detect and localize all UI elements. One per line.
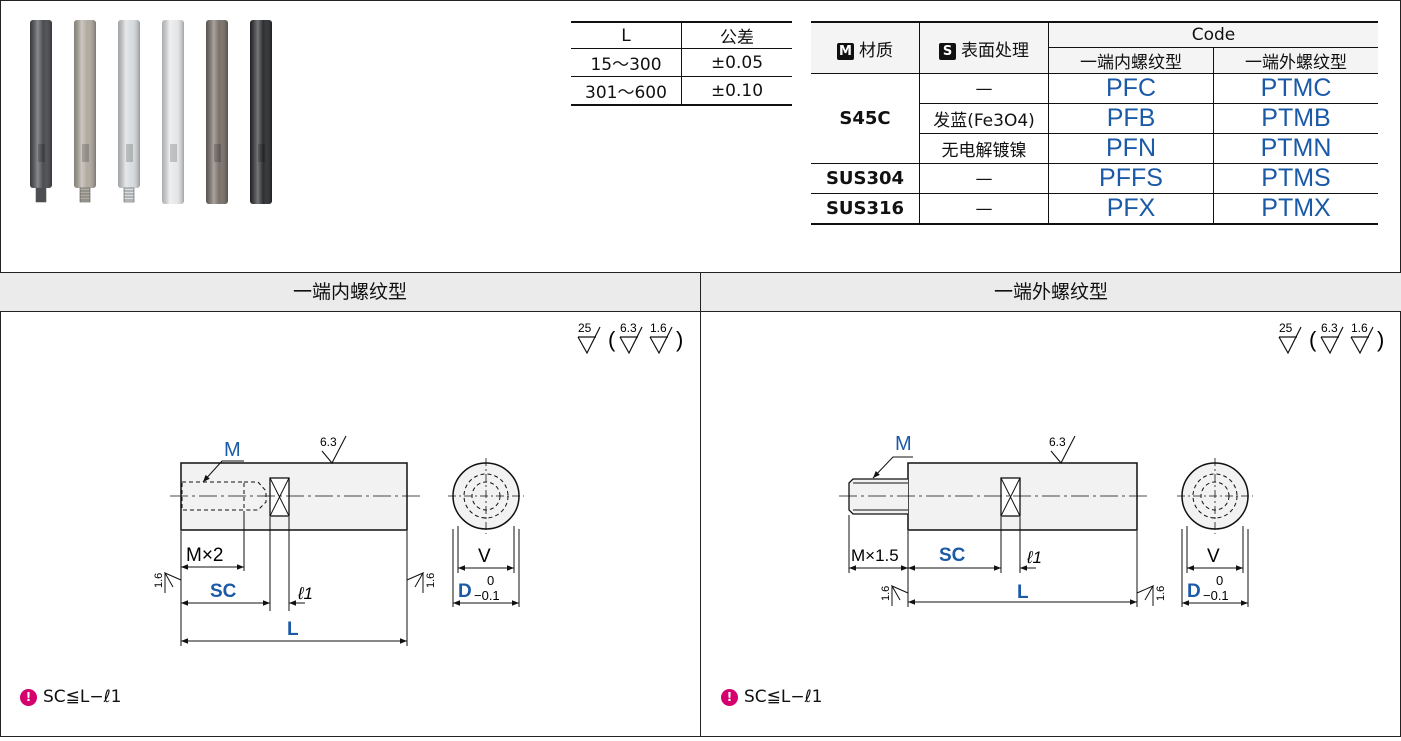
label-l1: ℓ1 [297, 584, 313, 603]
label-length: L [1017, 582, 1029, 603]
svg-text:1.6: 1.6 [1351, 321, 1368, 335]
tol-header-tolerance: 公差 [681, 21, 792, 49]
finish-mark-top: 6.3 [1049, 435, 1076, 464]
code-header: Code [1048, 21, 1378, 48]
tol-cell: ±0.10 [681, 76, 792, 106]
finish-mark-top: 6.3 [320, 435, 347, 464]
code-cell: PFB [1048, 103, 1214, 134]
code-subheader-external: 一端外螺纹型 [1213, 47, 1378, 74]
label-tol-upper: 0 [487, 573, 494, 588]
pin-dark-gray [30, 20, 52, 203]
svg-text:1.6: 1.6 [1155, 586, 1167, 601]
pin-bronze-gray [206, 20, 228, 204]
code-cell: PFX [1048, 193, 1214, 225]
pins-photo [30, 20, 272, 204]
svg-text:): ) [676, 327, 683, 352]
warning-icon: ! [721, 688, 738, 706]
tol-cell: 15～300 [571, 48, 682, 77]
label-tol-upper: 0 [1216, 573, 1223, 588]
drawing-external-thread: 25 ( 6.3 1.6 ) 6.3 M [701, 311, 1401, 737]
technical-drawing-internal: 25 ( 6.3 1.6 ) 6.3 M [153, 321, 683, 646]
surface-cell: 无电解镀镍 [919, 133, 1049, 164]
note-text: SC≦L−ℓ1 [744, 687, 823, 707]
material-cell: SUS316 [811, 193, 920, 225]
label-d: D [458, 581, 472, 602]
pin-side-view [839, 462, 1149, 531]
svg-text:6.3: 6.3 [620, 321, 637, 335]
surface-cell: — [919, 73, 1049, 104]
material-cell: S45C [811, 73, 920, 164]
pin-end-view [1177, 458, 1253, 534]
tolerance-table: L 公差 15～300 ±0.05 301～600 ±0.10 [571, 21, 792, 106]
label-v: V [478, 546, 491, 567]
code-cell: PFN [1048, 133, 1214, 164]
surface-tag-icon: S [939, 42, 956, 60]
pin-silver [118, 20, 140, 203]
label-tol-lower: −0.1 [474, 588, 500, 603]
label-v: V [1207, 546, 1220, 567]
code-cell: PFFS [1048, 163, 1214, 194]
label-thread: M×2 [186, 545, 224, 566]
material-tag-icon: M [837, 42, 854, 60]
code-cell: PFC [1048, 73, 1214, 104]
pin-black [250, 20, 272, 204]
code-cell: PTMC [1213, 73, 1378, 104]
note-external: ! SC≦L−ℓ1 [721, 687, 822, 707]
svg-text:6.3: 6.3 [320, 435, 337, 449]
pin-end-view [448, 458, 524, 534]
code-subheader-internal: 一端内螺纹型 [1048, 47, 1214, 74]
label-sc: SC [939, 545, 966, 566]
label-m: M [895, 433, 912, 455]
tol-cell: ±0.05 [681, 48, 792, 77]
code-cell: PTMB [1213, 103, 1378, 134]
roughness-symbol: 25 ( 6.3 1.6 ) [1278, 321, 1384, 355]
svg-text:(: ( [1309, 327, 1317, 352]
tol-header-l: L [571, 21, 682, 49]
material-cell: SUS304 [811, 163, 920, 194]
svg-text:(: ( [608, 327, 616, 352]
label-d: D [1187, 581, 1201, 602]
code-cell: PTMX [1213, 193, 1378, 225]
svg-text:1.6: 1.6 [425, 573, 437, 588]
svg-text:25: 25 [1279, 321, 1293, 335]
pin-nickel [74, 20, 96, 203]
drawing-internal-thread: 25 ( 6.3 1.6 ) 6.3 M [0, 311, 700, 737]
roughness-symbol: 25 ( 6.3 1.6 ) [577, 321, 683, 355]
label-thread: M×1.5 [851, 546, 899, 565]
pin-light-silver [162, 20, 184, 204]
code-cell: PTMN [1213, 133, 1378, 164]
svg-text:1.6: 1.6 [880, 586, 892, 601]
code-cell: PTMS [1213, 163, 1378, 194]
label-sc: SC [210, 581, 237, 602]
note-text: SC≦L−ℓ1 [43, 687, 122, 707]
svg-text:): ) [1377, 327, 1384, 352]
surface-cell: — [919, 163, 1049, 194]
svg-text:1.6: 1.6 [650, 321, 667, 335]
label-tol-lower: −0.1 [1203, 588, 1229, 603]
svg-text:25: 25 [578, 321, 592, 335]
finish-mark-left: 1.6 [153, 571, 182, 593]
label-m: M [224, 439, 241, 461]
svg-text:1.6: 1.6 [153, 573, 165, 588]
section-title-external: 一端外螺纹型 [701, 272, 1401, 312]
label-length: L [287, 619, 299, 640]
tol-cell: 301～600 [571, 76, 682, 106]
finish-mark-left: 1.6 [880, 584, 909, 606]
svg-text:6.3: 6.3 [1321, 321, 1338, 335]
technical-drawing-external: 25 ( 6.3 1.6 ) 6.3 M [839, 321, 1384, 607]
finish-mark-right: 1.6 [406, 571, 437, 593]
svg-text:6.3: 6.3 [1049, 435, 1066, 449]
surface-cell: 发蓝(Fe3O4) [919, 103, 1049, 134]
label-l1: ℓ1 [1026, 548, 1042, 567]
pin-side-view [170, 462, 420, 531]
note-internal: ! SC≦L−ℓ1 [20, 687, 121, 707]
finish-mark-right: 1.6 [1136, 584, 1167, 606]
section-title-internal: 一端内螺纹型 [0, 272, 700, 312]
surface-cell: — [919, 193, 1049, 225]
warning-icon: ! [20, 688, 37, 706]
section-divider [700, 272, 701, 737]
